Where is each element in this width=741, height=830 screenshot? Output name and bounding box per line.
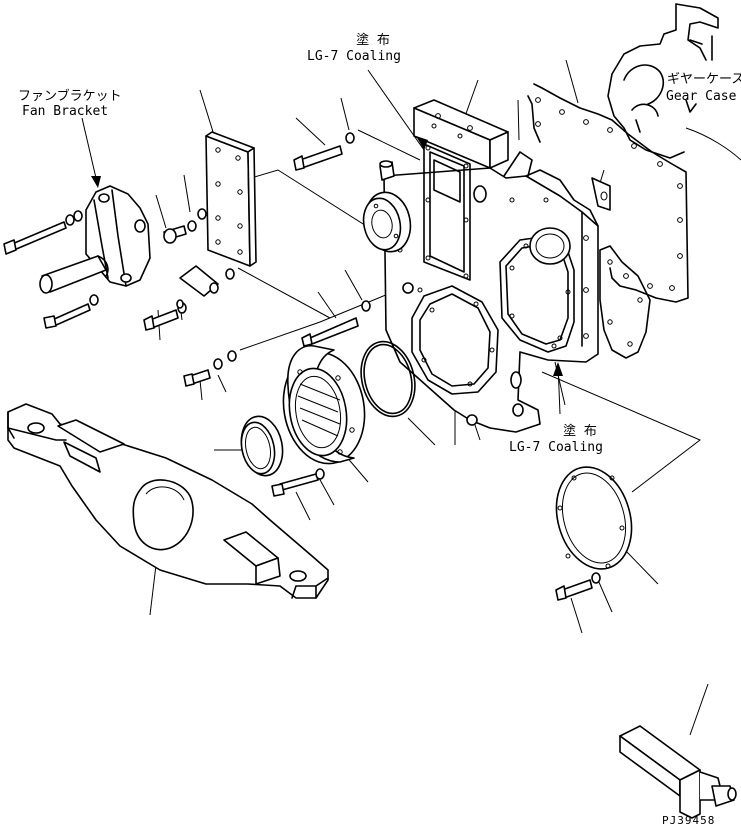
gear-case [607,3,741,161]
support-bracket [7,403,329,599]
drive-shaft [619,725,737,819]
coating-note-top-en: LG-7 Coaling [307,49,401,64]
fan-bracket [39,185,151,294]
side-gasket [599,245,651,359]
oil-seal [240,415,284,477]
cover-gasket-lower [411,285,499,395]
housing-bolts [271,468,325,497]
coating-note-top-jp: 塗 布 [356,33,390,48]
gear-case-label-jp: ギヤーケース [667,72,741,87]
coating-note-mid-en: LG-7 Coaling [509,440,603,455]
pump-flange [362,191,412,253]
bolts-and-washers [3,132,478,426]
seal-housing [282,345,366,465]
gear-case-gasket [527,83,689,303]
rear-bolt [555,572,601,601]
cover-plate [205,131,257,267]
o-ring [360,340,416,418]
coating-note-mid-jp: 塗 布 [563,424,597,439]
gear-case-label-en: Gear Case [666,89,737,104]
drawing-number: PJ39458 [662,814,716,827]
rear-seal-gasket [555,466,633,570]
front-cover [379,99,611,433]
fan-bracket-label-jp: ファンブラケット [18,89,122,104]
coating-arrows [81,69,563,415]
fan-bracket-label-en: Fan Bracket [22,104,109,119]
